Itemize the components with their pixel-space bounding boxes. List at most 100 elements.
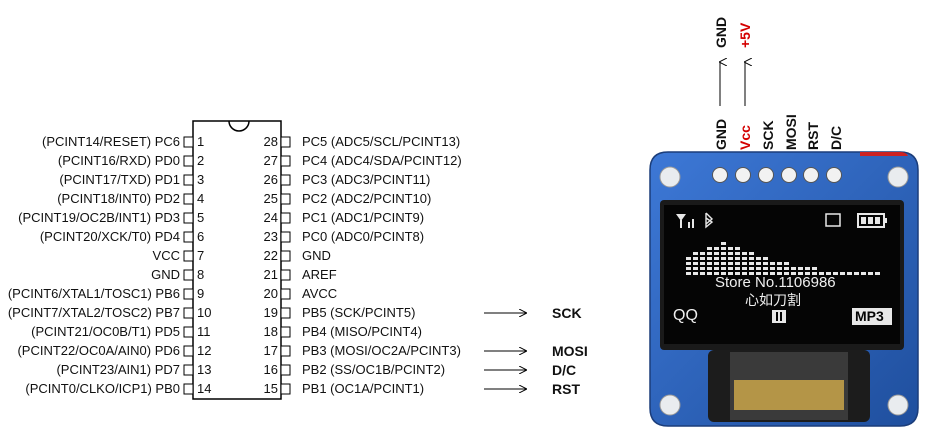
- left-pin-number: 5: [197, 210, 205, 225]
- right-pin-label: PC5 (ADC5/SCL/PCINT13): [302, 134, 461, 149]
- right-pin-number: 24: [263, 210, 278, 225]
- right-pin-label: PB5 (SCK/PCINT5): [302, 305, 416, 320]
- left-pin-number: 2: [197, 153, 205, 168]
- left-pin-label: (PCINT14/RESET) PC6: [42, 134, 180, 149]
- screen-mp3-text: MP3: [855, 308, 884, 324]
- right-pin-number: 27: [263, 153, 278, 168]
- left-pin-box: [183, 136, 194, 148]
- right-pin-box: [280, 307, 291, 319]
- left-pin-label: (PCINT23/AIN1) PD7: [56, 362, 180, 377]
- mount-hole: [887, 166, 909, 188]
- left-pin-label: (PCINT16/RXD) PD0: [57, 153, 180, 168]
- left-pin-number: 12: [197, 343, 212, 358]
- mosi-label: MOSI: [552, 343, 588, 359]
- right-pin-number: 21: [263, 267, 278, 282]
- left-pin-box: [183, 345, 194, 357]
- right-pin-label: AREF: [302, 267, 337, 282]
- right-pin-box: [280, 345, 291, 357]
- left-pin-box: [183, 193, 194, 205]
- left-pin-label: GND: [151, 267, 180, 282]
- right-pin-box: [280, 288, 291, 300]
- right-pin-box: [280, 250, 291, 262]
- left-pin-label: (PCINT7/XTAL2/TOSC2) PB7: [7, 305, 180, 320]
- left-pin-label: (PCINT22/OC0A/AIN0) PD6: [17, 343, 180, 358]
- left-pin-box: [183, 174, 194, 186]
- left-pin-number: 3: [197, 172, 205, 187]
- right-pin-label: PC0 (ADC0/PCINT8): [302, 229, 425, 244]
- right-pin-box: [280, 193, 291, 205]
- right-pin-label: GND: [302, 248, 331, 263]
- right-pin-number: 25: [263, 191, 278, 206]
- left-pin-label: (PCINT21/OC0B/T1) PD5: [31, 324, 180, 339]
- left-pin-number: 13: [197, 362, 212, 377]
- mount-hole: [659, 394, 681, 416]
- left-pin-label: (PCINT20/XCK/T0) PD4: [39, 229, 180, 244]
- right-pin-number: 19: [263, 305, 278, 320]
- left-pin-box: [183, 326, 194, 338]
- chip-body: [183, 120, 291, 400]
- right-pin-number: 20: [263, 286, 278, 301]
- mount-hole: [659, 166, 681, 188]
- right-pin-number: 28: [263, 134, 278, 149]
- left-pin-number: 4: [197, 191, 205, 206]
- right-pin-label: PB2 (SS/OC1B/PCINT2): [302, 362, 446, 377]
- left-pin-label: (PCINT19/OC2B/INT1) PD3: [18, 210, 180, 225]
- left-pin-label: (PCINT6/XTAL1/TOSC1) PB6: [7, 286, 180, 301]
- left-pin-box: [183, 364, 194, 376]
- left-pin-list: (PCINT14/RESET) PC6 (PCINT16/RXD) PD0 (PCI…: [0, 134, 180, 404]
- left-pin-number: 11: [197, 324, 211, 339]
- right-pin-box: [280, 155, 291, 167]
- mount-hole: [887, 394, 909, 416]
- left-pin-number: 9: [197, 286, 205, 301]
- right-pin-number: 22: [263, 248, 278, 263]
- left-pin-box: [183, 231, 194, 243]
- right-pin-label: PB1 (OC1A/PCINT1): [302, 381, 425, 396]
- dc-label: D/C: [552, 362, 577, 378]
- left-pin-number: 14: [197, 381, 212, 396]
- header-pins: [712, 167, 842, 183]
- right-pin-box: [280, 136, 291, 148]
- left-pin-box: [183, 155, 194, 167]
- left-pin-label: (PCINT18/INT0) PD2: [57, 191, 180, 206]
- right-pin-box: [280, 383, 291, 395]
- left-pin-box: [183, 307, 194, 319]
- right-pin-box: [280, 174, 291, 186]
- right-pin-box: [280, 212, 291, 224]
- left-pin-number: 10: [197, 305, 212, 320]
- right-pin-label: PC2 (ADC2/PCINT10): [302, 191, 432, 206]
- right-pin-number: 17: [263, 343, 278, 358]
- right-pin-box: [280, 231, 291, 243]
- right-pin-box: [280, 269, 291, 281]
- left-pin-box: [183, 212, 194, 224]
- left-pin-box: [183, 288, 194, 300]
- rst-label: RST: [552, 381, 580, 397]
- right-pin-list: PC5 (ADC5/SCL/PCINT13) PC4 (ADC4/SDA/PCIN…: [302, 134, 502, 404]
- right-pin-label: PC1 (ADC1/PCINT9): [302, 210, 425, 225]
- screen-qq-text: QQ: [673, 307, 698, 324]
- right-pin-number: 15: [263, 381, 278, 396]
- right-pin-label: PC3 (ADC3/PCINT11): [302, 172, 431, 187]
- right-pin-label: AVCC: [302, 286, 338, 301]
- left-pin-label: (PCINT0/CLKO/ICP1) PB0: [25, 381, 180, 396]
- left-pin-box: [183, 250, 194, 262]
- right-pin-box: [280, 364, 291, 376]
- right-pin-number: 23: [263, 229, 278, 244]
- left-pin-box: [183, 269, 194, 281]
- right-pin-label: PB3 (MOSI/OC2A/PCINT3): [302, 343, 461, 358]
- right-pin-label: PB4 (MISO/PCINT4): [302, 324, 422, 339]
- right-pin-box: [280, 326, 291, 338]
- atmega-pinout: (PCINT14/RESET) PC6 (PCINT16/RXD) PD0 (PCI…: [0, 120, 502, 404]
- left-pin-number: 8: [197, 267, 205, 282]
- right-pin-number: 16: [263, 362, 278, 377]
- sck-label: SCK: [552, 305, 582, 321]
- left-pin-box: [183, 383, 194, 395]
- left-pin-number: 7: [197, 248, 205, 263]
- left-pin-label: (PCINT17/TXD) PD1: [59, 172, 180, 187]
- right-pin-label: PC4 (ADC4/SDA/PCINT12): [302, 153, 462, 168]
- right-pin-number: 18: [263, 324, 278, 339]
